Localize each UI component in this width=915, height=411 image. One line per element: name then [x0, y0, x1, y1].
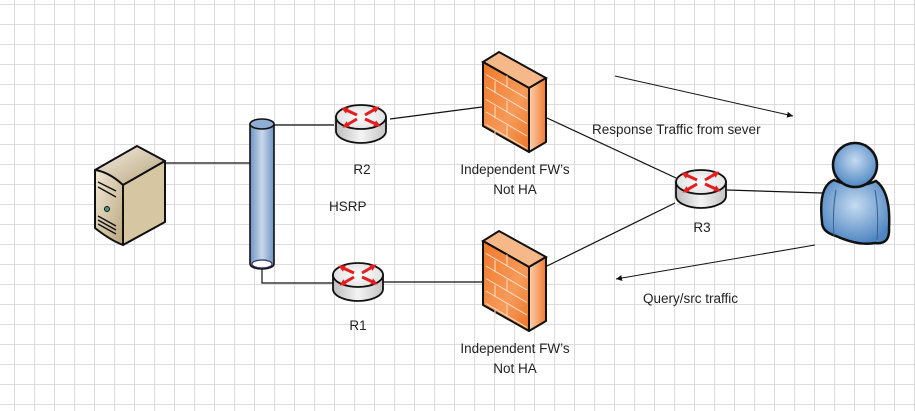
link-bus-r1 [261, 268, 334, 284]
router-arrowhead [681, 172, 689, 179]
router-r2-icon [335, 104, 387, 144]
hsrp-bus-icon [249, 118, 275, 270]
firewall-top-icon [481, 50, 549, 153]
server-tower-icon [94, 145, 166, 246]
firewall-top-label: Independent FW’s Not HA [440, 160, 590, 200]
connections [165, 106, 823, 284]
firewall-top-label-line1: Independent FW’s [460, 162, 570, 177]
firewalls [481, 50, 549, 332]
query-traffic-arrow [615, 244, 816, 281]
routers [332, 104, 727, 302]
router-arrowhead [682, 186, 690, 193]
router-arrowhead [338, 265, 346, 272]
firewall-bottom-label: Independent FW’s Not HA [440, 339, 590, 379]
router-r3-label: R3 [693, 220, 711, 235]
router-arrowhead [373, 120, 381, 127]
router-r2-label: R2 [353, 162, 371, 177]
firewall-bricks [485, 74, 528, 149]
link-fwtop-r3 [546, 117, 677, 179]
router-r1-icon [332, 262, 384, 302]
router-arrowhead [369, 264, 377, 271]
response-traffic-label: Response Traffic from sever [592, 122, 761, 137]
router-r3-icon [675, 169, 727, 209]
link-r2-fwtop [389, 106, 483, 120]
user-icon [820, 141, 891, 245]
response-traffic-arrow [614, 75, 794, 118]
router-arrowhead [341, 107, 349, 114]
router-arrowhead [712, 171, 720, 178]
firewall-bottom-icon [481, 229, 549, 332]
router-arrowhead [339, 279, 347, 286]
firewall-bricks [485, 253, 528, 328]
router-r1-label: R1 [349, 318, 367, 333]
query-traffic-label: Query/src traffic [643, 291, 739, 306]
router-arrowhead [370, 278, 378, 285]
link-fwbottom-r3 [546, 202, 676, 267]
router-arrowhead [372, 106, 380, 113]
router-arrowhead [713, 185, 721, 192]
firewall-bottom-label-line1: Independent FW’s [460, 341, 570, 356]
hsrp-label: HSRP [329, 199, 367, 214]
firewall-bottom-label-line2: Not HA [493, 361, 537, 376]
link-r3-user [726, 189, 823, 194]
firewall-top-label-line2: Not HA [493, 182, 537, 197]
router-arrowhead [342, 121, 350, 128]
